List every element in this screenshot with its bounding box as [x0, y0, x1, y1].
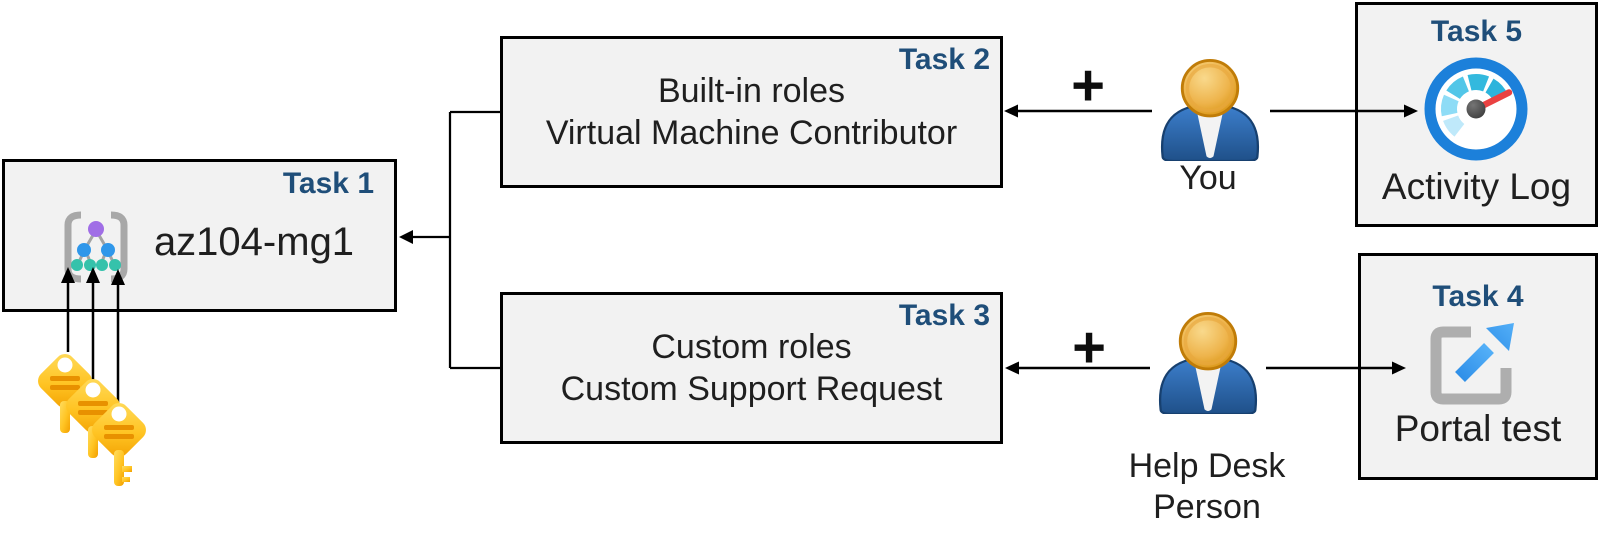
task4-caption: Portal test [1394, 408, 1562, 449]
task5-box: Task 5 Activity Log [1355, 2, 1598, 227]
task4-box: Task 4 Portal test [1358, 253, 1598, 480]
task2-tag: Task 2 [898, 43, 990, 76]
help-desk-label: Help Desk Person [1092, 446, 1322, 528]
task2-line1: Built-in roles [657, 72, 846, 110]
plus-icon-top: + [1071, 52, 1105, 118]
task5-caption: Activity Log [1381, 166, 1572, 207]
task1-tag: Task 1 [282, 167, 374, 200]
task3-tag: Task 3 [898, 299, 990, 332]
plus-icon-bottom: + [1072, 314, 1106, 380]
key-icon [66, 379, 120, 458]
task4-tag: Task 4 [1432, 280, 1524, 313]
task3-box: Task 3 Custom roles Custom Support Reque… [500, 292, 1003, 444]
task1-box: Task 1 az104-mg1 [2, 159, 397, 312]
help-desk-label-line1: Help Desk [1128, 447, 1286, 485]
you-label: You [1179, 159, 1237, 197]
task2-box: Task 2 Built-in roles Virtual Machine Co… [500, 36, 1003, 188]
key-icon [38, 354, 92, 433]
management-group-name: az104-mg1 [153, 220, 355, 264]
task2-line2: Virtual Machine Contributor [545, 114, 958, 152]
portal-launch-icon [1430, 323, 1514, 405]
arrowhead-to-task1 [399, 230, 413, 244]
key-icon [92, 403, 146, 486]
person-icon-you [1160, 59, 1260, 161]
activity-log-gauge-icon [1424, 57, 1528, 161]
bracket-connector [410, 110, 500, 370]
task5-tag: Task 5 [1430, 15, 1523, 48]
task3-line2: Custom Support Request [560, 370, 943, 408]
person-icon-help-desk [1158, 312, 1258, 414]
help-desk-label-line2: Person [1153, 488, 1261, 526]
task3-line1: Custom roles [651, 328, 852, 366]
